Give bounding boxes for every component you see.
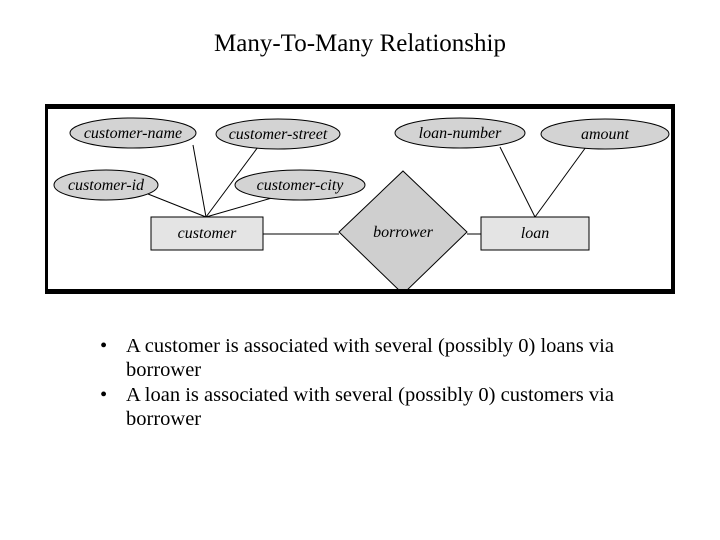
attribute-customer-city: customer-city bbox=[234, 169, 366, 201]
attribute-customer-id: customer-id bbox=[53, 169, 159, 201]
link-customer-street bbox=[205, 146, 259, 218]
bullet-icon: • bbox=[100, 335, 108, 357]
attribute-label: customer-id bbox=[68, 177, 145, 194]
attribute-label: amount bbox=[581, 126, 630, 143]
bullet-item: • A customer is associated with several … bbox=[100, 334, 660, 382]
bullet-text: A customer is associated with several (p… bbox=[126, 335, 614, 381]
entity-box bbox=[480, 216, 590, 251]
attribute-ellipse bbox=[69, 117, 197, 149]
attribute-label: customer-street bbox=[229, 126, 328, 143]
slide-title: Many-To-Many Relationship bbox=[214, 30, 506, 57]
link-customer-id bbox=[142, 191, 207, 218]
relationship-label: borrower bbox=[373, 224, 434, 241]
entity-label: customer bbox=[178, 225, 237, 242]
entity-loan: loan bbox=[480, 216, 590, 251]
bullet-icon: • bbox=[100, 384, 108, 406]
attribute-loan-number: loan-number bbox=[394, 117, 526, 149]
attribute-customer-name: customer-name bbox=[69, 117, 197, 149]
attribute-ellipse bbox=[215, 118, 341, 150]
entity-label: loan bbox=[521, 225, 549, 242]
relationship-diamond bbox=[338, 170, 468, 289]
attribute-ellipse bbox=[394, 117, 526, 149]
link-loan-number bbox=[499, 146, 536, 218]
attribute-label: loan-number bbox=[419, 125, 502, 142]
link-amount bbox=[534, 146, 587, 218]
attribute-label: customer-name bbox=[84, 125, 182, 142]
attribute-ellipse bbox=[53, 169, 159, 201]
entity-box bbox=[150, 216, 264, 251]
relationship-borrower: borrower bbox=[338, 170, 468, 289]
bullet-list: • A customer is associated with several … bbox=[100, 334, 660, 432]
attribute-customer-street: customer-street bbox=[215, 118, 341, 150]
attribute-amount: amount bbox=[540, 118, 670, 150]
attribute-ellipse bbox=[234, 169, 366, 201]
link-customer-name bbox=[192, 144, 207, 218]
er-diagram-frame: customer-name customer-street customer-i… bbox=[45, 104, 675, 294]
attribute-ellipse bbox=[540, 118, 670, 150]
entity-customer: customer bbox=[150, 216, 264, 251]
bullet-text: A loan is associated with several (possi… bbox=[126, 384, 614, 430]
bullet-item: • A loan is associated with several (pos… bbox=[100, 383, 660, 431]
er-diagram: customer-name customer-street customer-i… bbox=[53, 117, 670, 289]
attribute-label: customer-city bbox=[257, 177, 345, 194]
